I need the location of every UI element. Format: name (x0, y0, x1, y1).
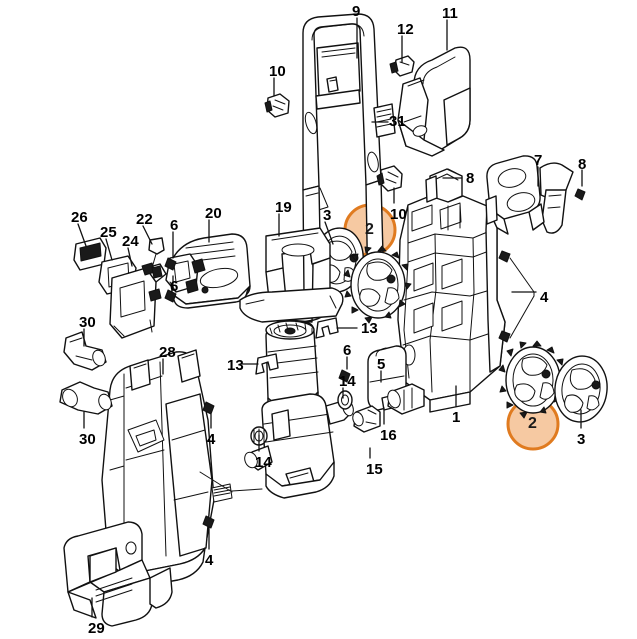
part-base-29 (63, 521, 173, 627)
callout-number: 8 (466, 170, 475, 187)
callout-number: 22 (136, 211, 153, 228)
part-main-chassis-1 (397, 168, 506, 413)
part-grill-31 (373, 103, 396, 138)
leader-line (142, 225, 153, 245)
leader-line (77, 223, 87, 247)
callout-number: 16 (380, 427, 397, 444)
callout-number: 19 (275, 199, 292, 216)
callout-number: 3 (577, 431, 586, 448)
callout-number: 3 (323, 207, 332, 224)
callout-number: 10 (390, 206, 407, 223)
part-plug-10-center (376, 165, 403, 192)
part-elbow-30-upper (63, 331, 107, 371)
callout-leader-lines (77, 17, 583, 618)
callout-number: 1 (452, 409, 461, 426)
callout-number: 4 (207, 431, 216, 448)
part-fitting-22 (148, 237, 165, 279)
callout-number: 24 (122, 233, 139, 250)
callout-number: 12 (397, 21, 414, 38)
part-motor-pump (244, 320, 354, 499)
callout-number: 31 (389, 113, 406, 130)
part-coupler (387, 383, 425, 415)
part-screw-6-upper (164, 257, 177, 271)
part-screw-4-bottom (202, 515, 215, 529)
part-elbow-30-lower (59, 381, 113, 415)
part-ring-14-upper (337, 390, 353, 410)
callout-number: 4 (205, 552, 214, 569)
part-housing-24 (109, 262, 167, 339)
callout-number: 25 (100, 224, 117, 241)
part-side-cover-11 (397, 46, 471, 157)
part-screw-6-pump (338, 369, 351, 383)
part-gear-2-right (498, 340, 567, 419)
leader-line (127, 247, 133, 267)
highlight-label: 2 (528, 415, 537, 432)
callout-number: 11 (442, 5, 458, 22)
callout-number: 26 (71, 209, 88, 226)
part-clip-13-left (255, 353, 279, 375)
part-screw-6-lower (164, 289, 177, 303)
callout-number: 7 (534, 152, 543, 169)
part-clip-12 (389, 55, 415, 77)
callout-number: 30 (79, 431, 96, 448)
callout-number: 6 (170, 278, 179, 295)
highlight-label: 2 (365, 221, 374, 238)
callout-number: 8 (578, 156, 587, 173)
part-screws-4-right (498, 250, 535, 343)
callout-number: 14 (255, 454, 272, 471)
callout-number: 10 (269, 63, 286, 80)
leader-line (105, 238, 113, 261)
callout-number: 4 (540, 289, 549, 306)
callout-number: 6 (170, 217, 179, 234)
callout-number: 9 (352, 3, 361, 20)
part-switch-26 (73, 237, 107, 271)
part-clip-13-right (315, 317, 339, 339)
callout-number: 5 (377, 356, 386, 373)
callout-number: 14 (339, 373, 356, 390)
part-connector-15 (352, 405, 381, 433)
callout-number: 29 (88, 620, 105, 637)
callout-number: 15 (366, 461, 383, 478)
part-clamp-7 (486, 155, 574, 235)
callout-number: 13 (361, 320, 378, 337)
callout-number: 13 (227, 357, 244, 374)
callout-number: 28 (159, 344, 176, 361)
part-wheel-3-right (554, 355, 608, 423)
part-gear-2-center (343, 245, 412, 324)
callout-number: 20 (205, 205, 222, 222)
part-plug-10-top (264, 93, 290, 118)
part-screw-8-right (574, 188, 586, 201)
leader-line (324, 221, 334, 245)
part-duct-19 (239, 227, 344, 325)
callout-number: 30 (79, 314, 96, 331)
callout-number: 6 (343, 342, 352, 359)
